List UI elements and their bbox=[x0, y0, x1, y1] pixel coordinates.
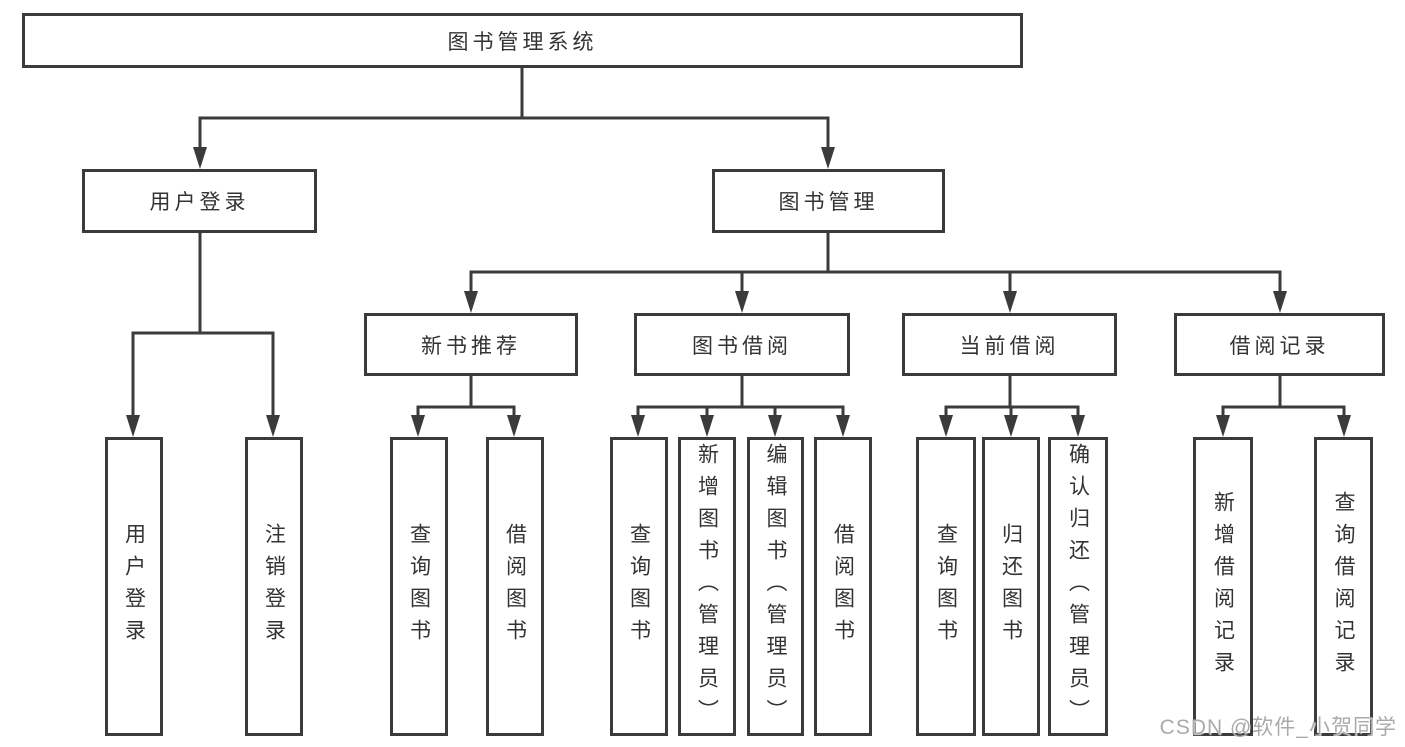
leaf-user-login: 用户登录 bbox=[105, 437, 163, 736]
leaf-label: 新增图书（管理员） bbox=[695, 442, 719, 731]
node-label: 新书推荐 bbox=[421, 334, 521, 358]
leaf-records-query-record: 查询借阅记录 bbox=[1314, 437, 1373, 736]
leaf-records-add-record: 新增借阅记录 bbox=[1193, 437, 1253, 736]
csdn-watermark: CSDN @软件_小贺同学 bbox=[1159, 716, 1397, 739]
leaf-label: 归还图书 bbox=[999, 522, 1023, 651]
leaf-current-return-books: 归还图书 bbox=[982, 437, 1040, 736]
leaf-current-confirm-return-admin: 确认归还（管理员） bbox=[1048, 437, 1108, 736]
node-label: 图书借阅 bbox=[692, 334, 792, 358]
node-label: 借阅记录 bbox=[1229, 334, 1330, 358]
leaf-current-query-books: 查询图书 bbox=[916, 437, 976, 736]
node-book-borrowing: 图书借阅 bbox=[634, 313, 850, 376]
node-label: 图书管理系统 bbox=[447, 30, 598, 54]
node-borrowing-records: 借阅记录 bbox=[1174, 313, 1385, 376]
leaf-label: 用户登录 bbox=[122, 522, 146, 651]
leaf-newbooks-borrow-books: 借阅图书 bbox=[486, 437, 544, 736]
node-current-borrowing: 当前借阅 bbox=[902, 313, 1117, 376]
leaf-borrow-borrow-books: 借阅图书 bbox=[814, 437, 872, 736]
leaf-label: 查询借阅记录 bbox=[1332, 490, 1355, 683]
leaf-label: 注销登录 bbox=[262, 522, 286, 651]
node-label: 用户登录 bbox=[149, 191, 250, 214]
leaf-borrow-add-books-admin: 新增图书（管理员） bbox=[678, 437, 736, 736]
node-library-management-system: 图书管理系统 bbox=[22, 13, 1023, 68]
leaf-newbooks-query-books: 查询图书 bbox=[390, 437, 448, 736]
leaf-label: 借阅图书 bbox=[503, 522, 527, 651]
node-label: 图书管理 bbox=[778, 191, 879, 214]
leaf-logout: 注销登录 bbox=[245, 437, 303, 736]
leaf-label: 查询图书 bbox=[627, 522, 651, 651]
node-new-book-recommendation: 新书推荐 bbox=[364, 313, 578, 376]
leaf-label: 借阅图书 bbox=[831, 522, 855, 651]
leaf-borrow-edit-books-admin: 编辑图书（管理员） bbox=[747, 437, 804, 736]
leaf-label: 编辑图书（管理员） bbox=[764, 442, 787, 731]
leaf-label: 查询图书 bbox=[934, 522, 958, 651]
node-book-management: 图书管理 bbox=[712, 169, 945, 233]
node-label: 当前借阅 bbox=[959, 334, 1060, 358]
node-user-login: 用户登录 bbox=[82, 169, 317, 233]
leaf-label: 新增借阅记录 bbox=[1211, 490, 1235, 683]
leaf-label: 查询图书 bbox=[407, 522, 431, 651]
leaf-borrow-query-books: 查询图书 bbox=[610, 437, 668, 736]
leaf-label: 确认归还（管理员） bbox=[1066, 442, 1090, 731]
